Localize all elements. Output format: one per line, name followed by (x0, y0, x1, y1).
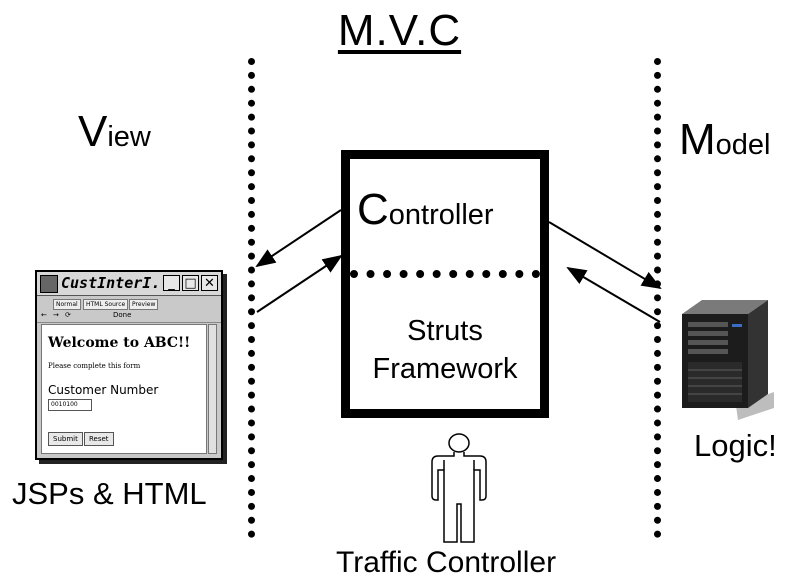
arrow-view-to-controller (256, 254, 343, 313)
close-icon[interactable]: ✕ (201, 275, 218, 291)
framework-line: Framework (372, 353, 518, 385)
back-icon[interactable]: ← (41, 311, 47, 319)
tab-normal[interactable]: Normal (53, 299, 81, 310)
diagram-title: M.V.C (337, 6, 462, 55)
page-heading: Welcome to ABC!! (48, 335, 191, 351)
model-label-rest: odel (715, 129, 771, 161)
minimize-icon[interactable]: _ (163, 275, 180, 291)
arrow-controller-to-view (255, 209, 342, 268)
page-instruction: Please complete this form (48, 362, 141, 370)
scrollbar[interactable] (208, 324, 217, 454)
struts-line: Struts (407, 315, 483, 347)
person-caption: Traffic Controller (336, 546, 557, 579)
browser-titlebar: CustInterI... _ □ ✕ (37, 272, 221, 296)
tab-preview[interactable]: Preview (129, 299, 159, 310)
forward-icon[interactable]: → (53, 311, 59, 319)
controller-label: Controller (357, 188, 494, 232)
customer-number-input[interactable]: 0010100 (48, 399, 92, 411)
controller-label-initial: C (357, 185, 389, 234)
struts-framework-label: Struts Framework (350, 312, 540, 388)
reset-button[interactable]: Reset (84, 432, 114, 446)
controller-divider (350, 270, 540, 278)
view-label-rest: iew (107, 121, 151, 153)
refresh-icon[interactable]: ⟳ (65, 311, 71, 319)
model-label: Model (679, 118, 770, 162)
arrow-controller-to-model (548, 221, 662, 290)
status-text: Done (113, 311, 132, 319)
arrow-model-to-controller (566, 266, 661, 323)
model-caption: Logic! (694, 428, 777, 463)
browser-toolbar: ← → ⟳ Done (37, 310, 221, 323)
left-separator-line (248, 58, 255, 538)
page-content: Welcome to ABC!! Please complete this fo… (41, 324, 207, 454)
person-icon (431, 433, 487, 543)
browser-window-title: CustInterI... (61, 274, 179, 292)
view-caption: JSPs & HTML (12, 476, 207, 511)
view-label-initial: V (78, 107, 108, 156)
controller-box (341, 150, 549, 418)
editor-tabs: Normal HTML Source Preview (37, 297, 221, 310)
controller-label-rest: ontroller (388, 199, 494, 231)
tab-html-source[interactable]: HTML Source (83, 299, 129, 310)
submit-button[interactable]: Submit (48, 432, 83, 446)
right-separator-line (654, 58, 661, 538)
maximize-icon[interactable]: □ (182, 275, 199, 291)
model-label-initial: M (679, 115, 716, 164)
browser-window: CustInterI... _ □ ✕ Normal HTML Source P… (35, 270, 223, 460)
customer-number-label: Customer Number (48, 383, 159, 397)
server-icon (682, 300, 774, 420)
app-icon (40, 275, 58, 293)
view-label: View (78, 110, 151, 154)
